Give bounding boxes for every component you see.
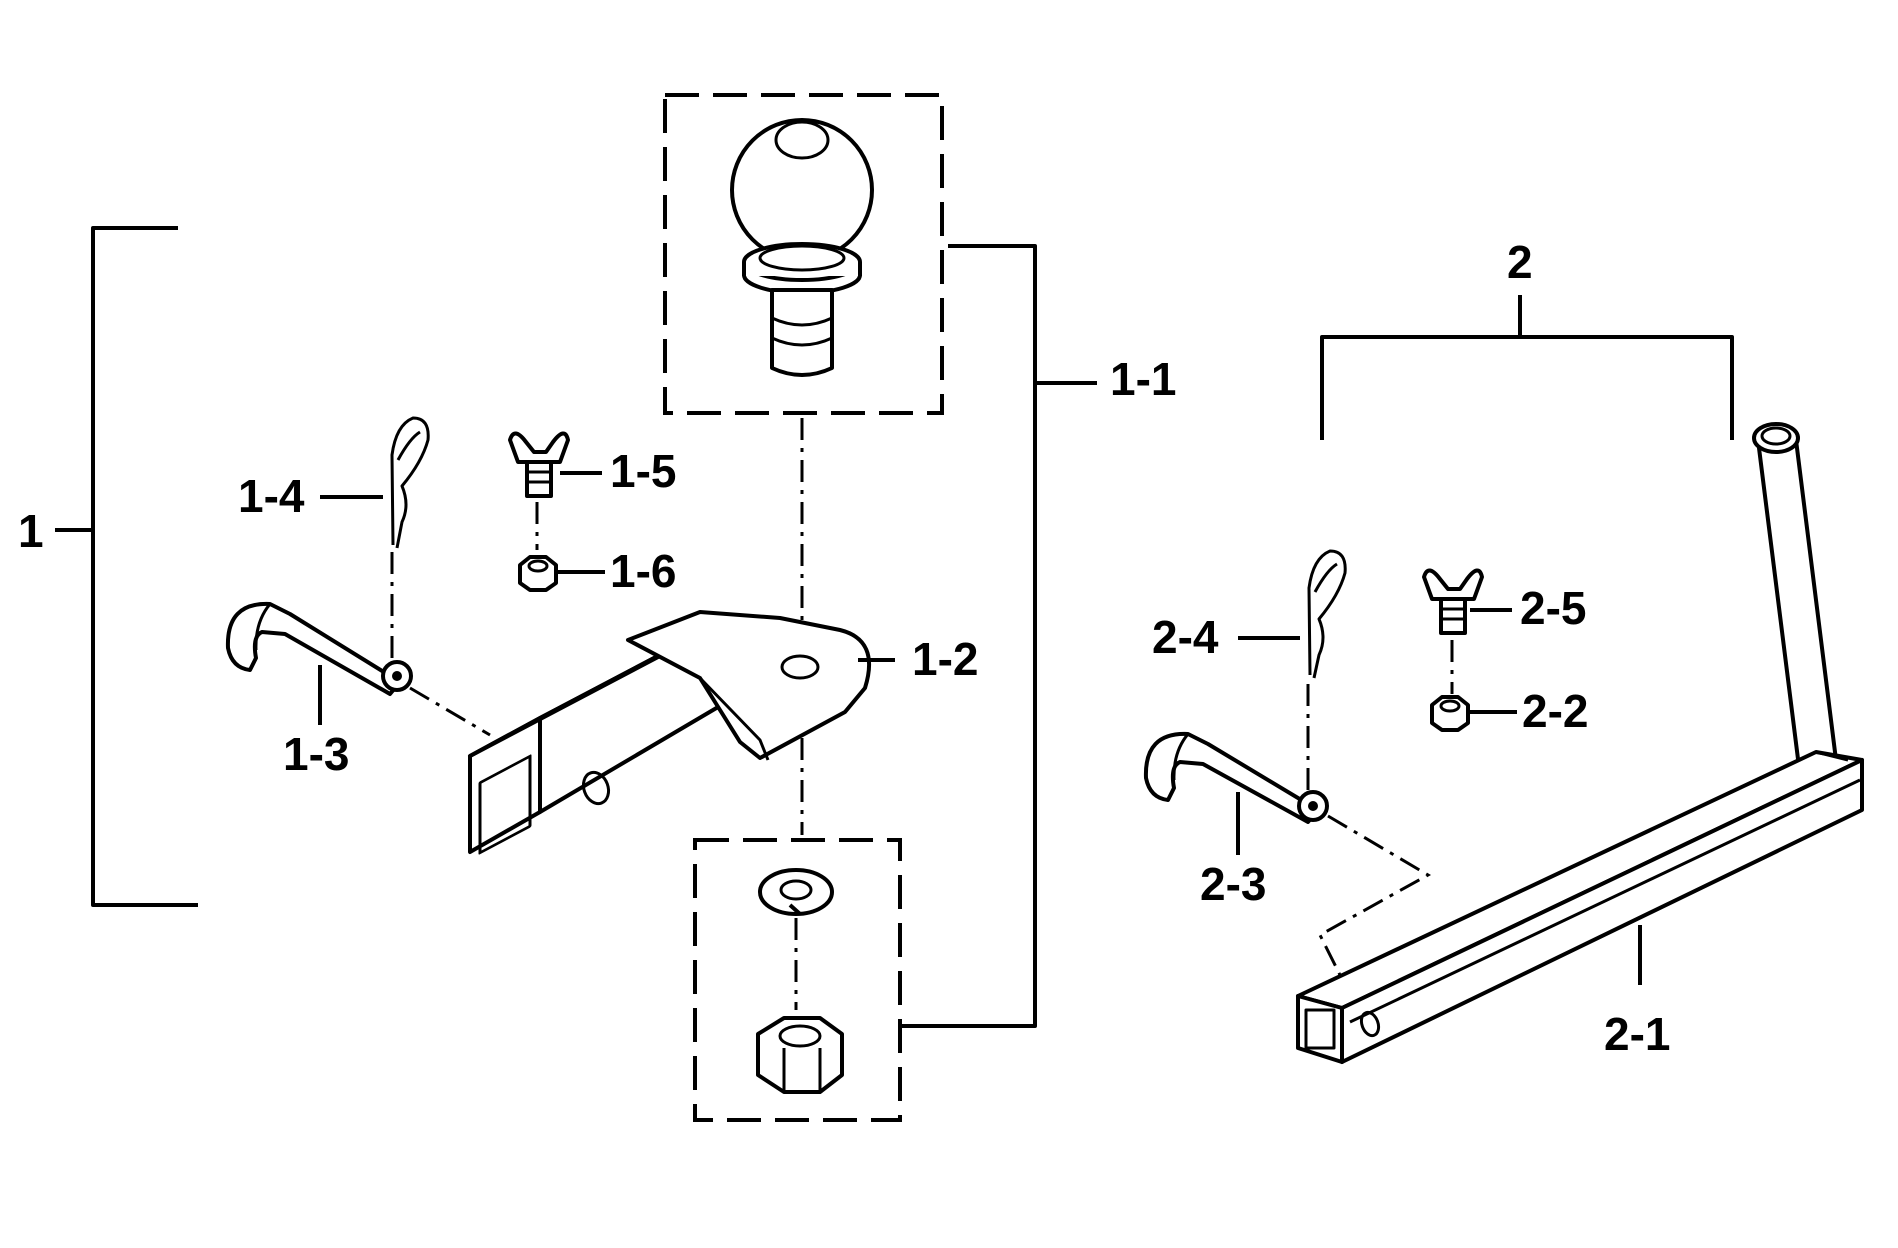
wing-bolt-2 [1422, 568, 1484, 635]
draw-bar [468, 610, 872, 855]
label-2: 2 [1507, 236, 1533, 288]
hair-pin-clip-1 [390, 416, 430, 549]
assembly-1-1-bracket [902, 244, 1097, 1028]
washer-nut-group [693, 838, 902, 1122]
label-2-1: 2-1 [1604, 1008, 1670, 1060]
nut-2 [1430, 695, 1470, 732]
label-1: 1 [18, 505, 44, 557]
wing-bolt-1 [508, 431, 570, 498]
label-2-2: 2-2 [1522, 685, 1588, 737]
tow-bar [1296, 422, 1864, 1064]
pin-2-connector [1318, 814, 1432, 976]
label-2-3: 2-3 [1200, 858, 1266, 910]
label-1-6: 1-6 [610, 545, 676, 597]
label-2-4: 2-4 [1152, 611, 1219, 663]
hair-pin-clip-2 [1307, 549, 1347, 679]
hitch-ball-icon [730, 118, 874, 262]
label-1-1: 1-1 [1110, 353, 1176, 405]
hitch-pin-1 [225, 601, 413, 696]
label-1-3: 1-3 [283, 728, 349, 780]
label-1-5: 1-5 [610, 445, 676, 497]
label-1-2: 1-2 [912, 633, 978, 685]
assembly-2-bracket [1320, 295, 1734, 440]
hitch-ball-group [663, 93, 944, 415]
label-1-4: 1-4 [238, 470, 305, 522]
pin-1-connector [409, 686, 491, 737]
hitch-pin-2 [1143, 731, 1329, 824]
nut-1 [518, 555, 558, 592]
label-2-5: 2-5 [1520, 582, 1586, 634]
assembly-1-bracket [55, 226, 198, 907]
